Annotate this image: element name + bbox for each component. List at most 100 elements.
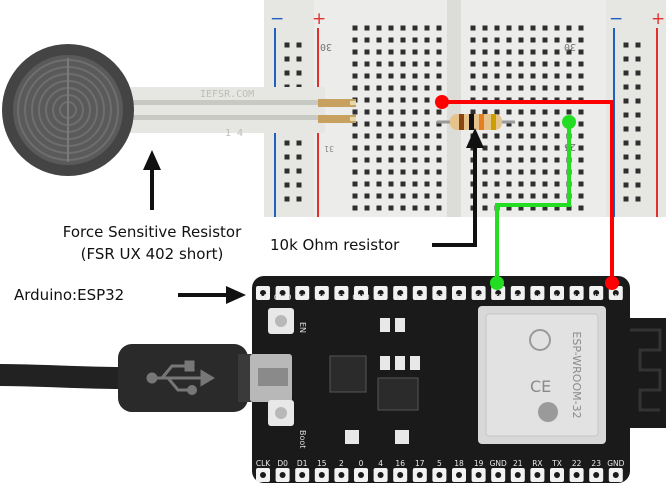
bb-right-block-hole [578, 169, 584, 175]
esp32-bottom-pin-label: RX [532, 459, 542, 468]
bb-right-block-hole [482, 157, 488, 163]
bb-right-block-hole [578, 121, 584, 127]
bb-left-block-hole [400, 121, 406, 127]
bb-right-block-hole [578, 193, 584, 199]
esp32-bottom-pin-label: D0 [277, 459, 288, 468]
esp32-bottom-pin-hole [397, 472, 404, 478]
bb-right-rail-hole [635, 56, 641, 62]
bb-right-block-hole [494, 157, 500, 163]
bb-left-block-hole [412, 133, 418, 139]
esp32-top-pin-label: VP [571, 292, 581, 301]
esp32-top-pin-label: EN [591, 292, 601, 301]
bb-right-block-hole [494, 181, 500, 187]
bb-left-block-hole [424, 97, 430, 103]
bb-left-rail-hole [284, 154, 290, 160]
bb-left-block-hole [364, 181, 370, 187]
bb-left-block-hole [376, 37, 382, 43]
bb-right-rail-hole [635, 112, 641, 118]
esp32-bottom-pin-hole [299, 472, 306, 478]
row-number-30-right: 30 [564, 41, 576, 52]
bb-right-block-hole [494, 25, 500, 31]
bb-left-block-hole [376, 49, 382, 55]
bb-right-block-hole [542, 85, 548, 91]
bb-left-block-hole [436, 205, 442, 211]
esp32-top-pin-label: 26 [434, 292, 444, 301]
esp32-top-pin-hole [612, 290, 619, 296]
bb-right-block-hole [578, 145, 584, 151]
esp32-bottom-pin-label: 19 [474, 459, 484, 468]
bb-right-block-hole [482, 169, 488, 175]
bb-right-block-hole [554, 133, 560, 139]
esp32-bottom-pin-label: GND [490, 459, 507, 468]
bb-left-block-hole [436, 109, 442, 115]
bb-right-block-hole [578, 25, 584, 31]
bb-left-block-hole [364, 61, 370, 67]
bb-left-block-hole [388, 73, 394, 79]
bb-left-block-hole [400, 25, 406, 31]
fsr-lead-top [318, 99, 356, 107]
bb-left-block-hole [388, 61, 394, 67]
bb-left-block-hole [364, 121, 370, 127]
bb-right-rail-hole [635, 182, 641, 188]
bb-left-block-hole [436, 121, 442, 127]
bb-left-block-hole [388, 169, 394, 175]
bb-right-block-hole [506, 73, 512, 79]
smd-7 [395, 430, 409, 444]
bb-right-rail-hole [623, 154, 629, 160]
bb-left-block-hole [364, 133, 370, 139]
bb-left-block-hole [412, 169, 418, 175]
bb-left-block-hole [400, 61, 406, 67]
bb-left-block-hole [376, 205, 382, 211]
bb-right-block-hole [518, 85, 524, 91]
esp32-bottom-pin-label: 21 [513, 459, 523, 468]
power-wire [442, 100, 614, 283]
bb-right-block-hole [518, 61, 524, 67]
esp32-top-pin-hole [338, 290, 345, 296]
bb-right-block-hole [506, 181, 512, 187]
bb-right-block-hole [506, 37, 512, 43]
bb-right-rail-hole [635, 154, 641, 160]
bb-right-block-hole [542, 49, 548, 55]
esp32-bottom-pin-hole [573, 472, 580, 478]
bb-left-block-hole [352, 73, 358, 79]
esp32-top-pin-label: 33 [474, 292, 484, 301]
boot-button-cap [275, 407, 287, 419]
bb-right-block-hole [482, 85, 488, 91]
fsr-tail-number: 1 4 [225, 128, 243, 139]
bb-left-block-hole [364, 169, 370, 175]
esp32-top-pin-label: CMD [274, 292, 292, 301]
bb-left-block-hole [436, 85, 442, 91]
bb-right-block-hole [494, 145, 500, 151]
bb-right-block-hole [566, 85, 572, 91]
bb-right-block-hole [470, 25, 476, 31]
smd-4 [395, 356, 405, 370]
power-wire-board-end [605, 276, 619, 290]
bb-left-block-hole [424, 133, 430, 139]
fsr-lead-top-tip [350, 101, 356, 105]
bb-left-block-hole [424, 73, 430, 79]
esp32-bottom-pin-hole [514, 472, 521, 478]
bb-right-block-hole [542, 169, 548, 175]
bb-right-block-hole [542, 205, 548, 211]
esp32-top-pin-hole [475, 290, 482, 296]
esp32-bottom-pin-hole [534, 472, 541, 478]
bb-left-block-hole [388, 193, 394, 199]
bb-left-block-hole [352, 133, 358, 139]
bb-right-block-hole [578, 85, 584, 91]
bb-right-rail-hole [623, 70, 629, 76]
esp32-bottom-pin-hole [456, 472, 462, 478]
bb-right-block-hole [542, 157, 548, 163]
esp32-bottom-pin-label: 23 [591, 459, 601, 468]
bb-left-rail-hole [284, 140, 290, 146]
bb-right-rail-hole [635, 98, 641, 104]
bb-right-block-hole [482, 109, 488, 115]
bb-right-rail-hole [635, 196, 641, 202]
wires [435, 95, 619, 290]
bb-right-block-hole [566, 205, 572, 211]
bb-right-block-hole [518, 121, 524, 127]
bb-right-block-hole [578, 109, 584, 115]
bb-right-block-hole [566, 49, 572, 55]
bb-left-block-hole [352, 25, 358, 31]
bb-right-block-hole [566, 37, 572, 43]
